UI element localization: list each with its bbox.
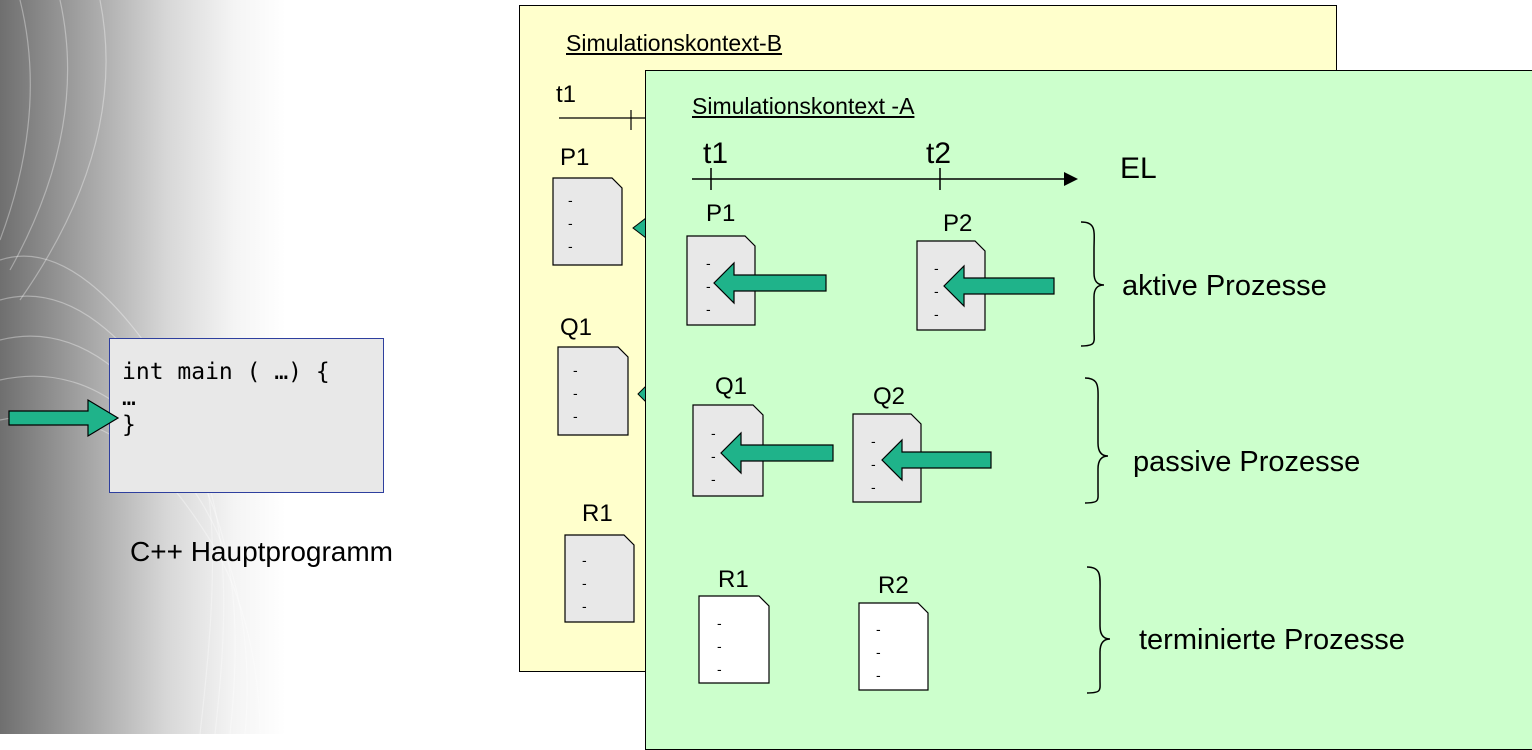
main-program-pointer-arrow-icon: [8, 398, 120, 438]
context-b-doc-p1-icon: - - -: [552, 177, 623, 266]
process-p1-label: P1: [706, 200, 736, 227]
svg-text:-: -: [871, 433, 876, 449]
context-b-process-q1: Q1: [560, 314, 593, 341]
svg-text:-: -: [706, 278, 711, 294]
context-b-time-t1: t1: [556, 81, 577, 108]
svg-text:-: -: [717, 661, 722, 677]
svg-text:-: -: [568, 192, 573, 208]
group-label-passive: passive Prozesse: [1133, 446, 1361, 478]
svg-text:-: -: [568, 215, 573, 231]
simulation-context-a: [645, 70, 1532, 750]
svg-text:-: -: [876, 644, 881, 660]
brace-terminated-icon: [1086, 566, 1111, 694]
timeline-arrowhead-icon: [1064, 172, 1078, 186]
svg-text:-: -: [934, 283, 939, 299]
context-a-title: Simulationskontext -A: [692, 93, 915, 119]
process-r2-label: R2: [878, 572, 909, 599]
svg-text:-: -: [876, 621, 881, 637]
svg-text:-: -: [711, 425, 716, 441]
pointer-arrow-q1-icon: [720, 431, 834, 475]
svg-text:-: -: [706, 301, 711, 317]
svg-text:-: -: [568, 238, 573, 254]
context-b-shapes: - - - - - - - - -: [552, 110, 650, 623]
code-line-3: }: [122, 411, 136, 438]
main-program-code-box: int main ( …) { … }: [109, 338, 384, 493]
context-b-doc-q1-icon: - - -: [557, 346, 629, 436]
context-a-time-t1: t1: [703, 137, 729, 170]
process-q1-label: Q1: [715, 373, 748, 400]
svg-text:-: -: [706, 255, 711, 271]
svg-text:-: -: [934, 306, 939, 322]
svg-text:-: -: [876, 667, 881, 683]
svg-text:-: -: [711, 448, 716, 464]
code-line-2: …: [122, 385, 136, 412]
context-b-title: Simulationskontext-B: [566, 30, 783, 56]
main-program-caption: C++ Hauptprogramm: [130, 536, 394, 567]
context-b-process-r1: R1: [582, 500, 613, 527]
svg-text:-: -: [582, 575, 587, 591]
event-list-label: EL: [1120, 152, 1157, 185]
svg-text:-: -: [573, 408, 578, 424]
context-a-shapes: - - - - - - - - - - - - - - - - - -: [686, 168, 1111, 694]
process-q2-label: Q2: [873, 383, 906, 410]
svg-text:-: -: [871, 479, 876, 495]
svg-text:-: -: [711, 471, 716, 487]
code-line-1: int main ( …) {: [122, 359, 330, 385]
svg-text:-: -: [582, 598, 587, 614]
svg-text:-: -: [717, 615, 722, 631]
group-label-active: aktive Prozesse: [1122, 270, 1327, 302]
process-p2-label: P2: [943, 210, 973, 237]
process-r1-label: R1: [718, 566, 749, 593]
pointer-arrow-p1-icon: [713, 261, 827, 305]
group-label-terminated: terminierte Prozesse: [1139, 624, 1405, 656]
brace-active-icon: [1080, 221, 1105, 347]
svg-text:-: -: [871, 456, 876, 472]
svg-text:-: -: [573, 385, 578, 401]
context-b-doc-r1-icon: - - -: [564, 534, 635, 623]
pointer-arrow-q2-icon: [881, 438, 992, 482]
context-a-time-t2: t2: [926, 137, 952, 170]
context-b-process-p1: P1: [560, 144, 590, 171]
process-doc-r2-icon: - - -: [858, 602, 929, 691]
pointer-arrow-p2-icon: [943, 264, 1055, 308]
brace-passive-icon: [1084, 377, 1109, 504]
svg-text:-: -: [582, 552, 587, 568]
svg-text:-: -: [573, 362, 578, 378]
main-program-pointer: [8, 398, 120, 438]
svg-text:-: -: [717, 638, 722, 654]
svg-text:-: -: [934, 260, 939, 276]
process-doc-r1-icon: - - -: [698, 595, 770, 684]
